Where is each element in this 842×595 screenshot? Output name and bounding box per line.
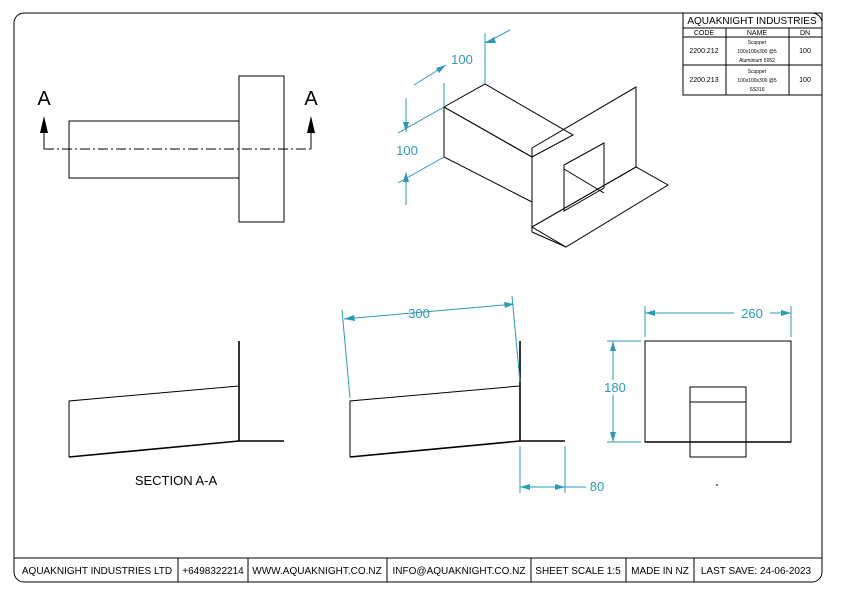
front-height-label: 180 bbox=[604, 380, 626, 395]
section-arrow-left bbox=[40, 116, 48, 133]
iso-flange-plate bbox=[531, 86, 637, 228]
row2-name-line1: Scupper bbox=[748, 69, 767, 75]
iso-bottom-lip bbox=[531, 166, 669, 248]
isometric-view: 100 100 bbox=[396, 29, 669, 248]
section-label: SECTION A-A bbox=[135, 473, 218, 488]
footer-company: AQUAKNIGHT INDUSTRIES LTD bbox=[22, 566, 172, 577]
side-profile bbox=[349, 385, 521, 457]
row1-name-line3: Aluminium 5052 bbox=[739, 58, 775, 64]
front-width-label: 260 bbox=[741, 306, 763, 321]
section-arrow-right bbox=[307, 116, 315, 133]
row1-name-line1: Scupper bbox=[748, 40, 767, 46]
footer-scale: SHEET SCALE 1:5 bbox=[535, 566, 621, 577]
row2-dn: 100 bbox=[799, 77, 811, 84]
side-view: 300 80 bbox=[341, 295, 604, 494]
section-view: SECTION A-A bbox=[68, 341, 284, 488]
side-flange-label: 80 bbox=[590, 479, 604, 494]
title-block: AQUAKNIGHT INDUSTRIES CODE NAME DN 2200.… bbox=[682, 12, 823, 96]
front-opening bbox=[689, 386, 747, 458]
footer-phone: +6498322214 bbox=[182, 566, 244, 577]
section-marker-right: A bbox=[304, 88, 318, 110]
row2-name-line3: SS316 bbox=[749, 87, 764, 93]
footer-email-link[interactable]: INFO@AQUAKNIGHT.CO.NZ bbox=[393, 566, 526, 577]
section-marker-left: A bbox=[37, 88, 51, 110]
col-header-dn: DN bbox=[800, 30, 810, 37]
row2-code: 2200.213 bbox=[689, 77, 718, 84]
row1-code: 2200.212 bbox=[689, 48, 718, 55]
col-header-code: CODE bbox=[694, 30, 715, 37]
iso-channel-top bbox=[442, 83, 575, 158]
row1-dn: 100 bbox=[799, 48, 811, 55]
iso-width-label: 100 bbox=[451, 52, 473, 67]
title-company: AQUAKNIGHT INDUSTRIES bbox=[687, 16, 817, 27]
col-header-name: NAME bbox=[747, 30, 768, 37]
section-profile bbox=[68, 385, 240, 457]
iso-height-label: 100 bbox=[396, 143, 418, 158]
iso-channel-front bbox=[443, 106, 533, 203]
footer-last-save: LAST SAVE: 24-06-2023 bbox=[701, 566, 812, 577]
row2-name-line2: 100x100x300 @5 bbox=[737, 78, 776, 84]
front-flange bbox=[644, 340, 792, 443]
row1-name-line2: 100x100x300 @5 bbox=[737, 49, 776, 55]
iso-flange-opening bbox=[563, 142, 605, 212]
side-length-label: 300 bbox=[408, 306, 430, 321]
footer-bar: AQUAKNIGHT INDUSTRIES LTD +6498322214 WW… bbox=[14, 557, 822, 582]
top-view: A A bbox=[37, 75, 318, 223]
footer-origin: MADE IN NZ bbox=[631, 566, 689, 577]
front-view: 260 180 bbox=[600, 305, 792, 486]
sheet-border bbox=[13, 12, 823, 583]
footer-website-link[interactable]: WWW.AQUAKNIGHT.CO.NZ bbox=[252, 566, 381, 577]
